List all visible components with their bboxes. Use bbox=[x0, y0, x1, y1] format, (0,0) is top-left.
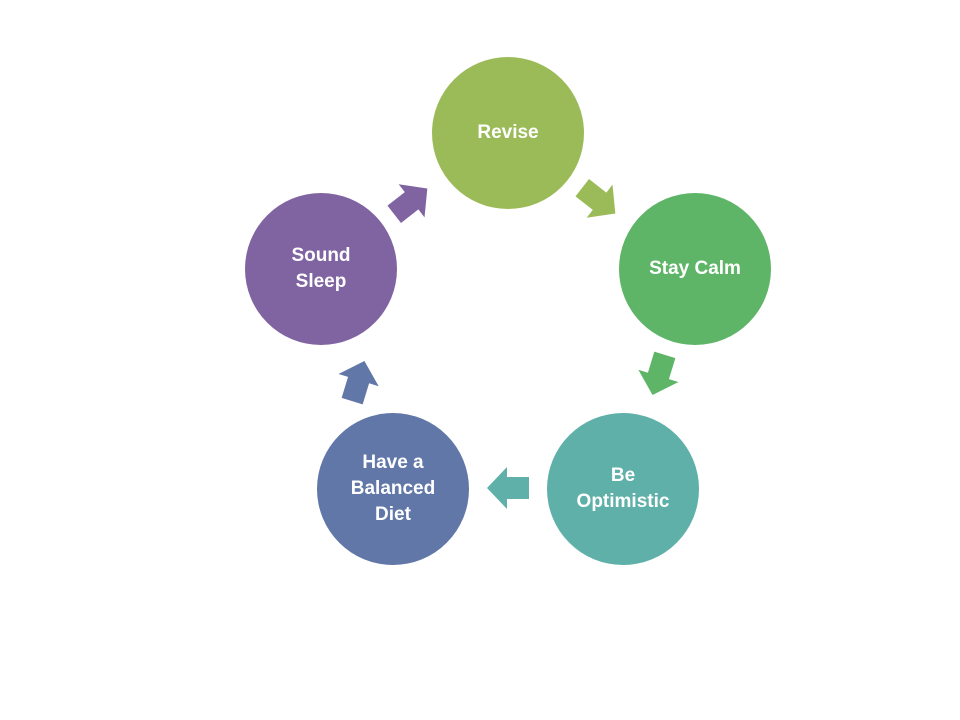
node-stay-calm-label: Stay Calm bbox=[649, 258, 741, 279]
arrow-sleep-to-revise bbox=[387, 184, 428, 223]
node-revise-label: Revise bbox=[477, 122, 539, 143]
node-balanced-diet-label: Have a Balanced Diet bbox=[350, 452, 436, 525]
node-sound-sleep-label: Sound Sleep bbox=[291, 245, 351, 292]
node-sound-sleep: Sound Sleep bbox=[245, 193, 397, 345]
node-be-optimistic: Be Optimistic bbox=[547, 413, 699, 565]
node-revise: Revise bbox=[432, 57, 584, 209]
arrow-diet-to-sleep bbox=[338, 360, 379, 405]
arrow-revise-to-stay-calm bbox=[575, 179, 616, 218]
arrow-stay-calm-to-optimistic bbox=[638, 351, 679, 396]
node-be-optimistic-label: Be Optimistic bbox=[576, 465, 670, 512]
arrow-optimistic-to-diet bbox=[487, 467, 529, 509]
node-balanced-diet: Have a Balanced Diet bbox=[317, 413, 469, 565]
node-stay-calm: Stay Calm bbox=[619, 193, 771, 345]
